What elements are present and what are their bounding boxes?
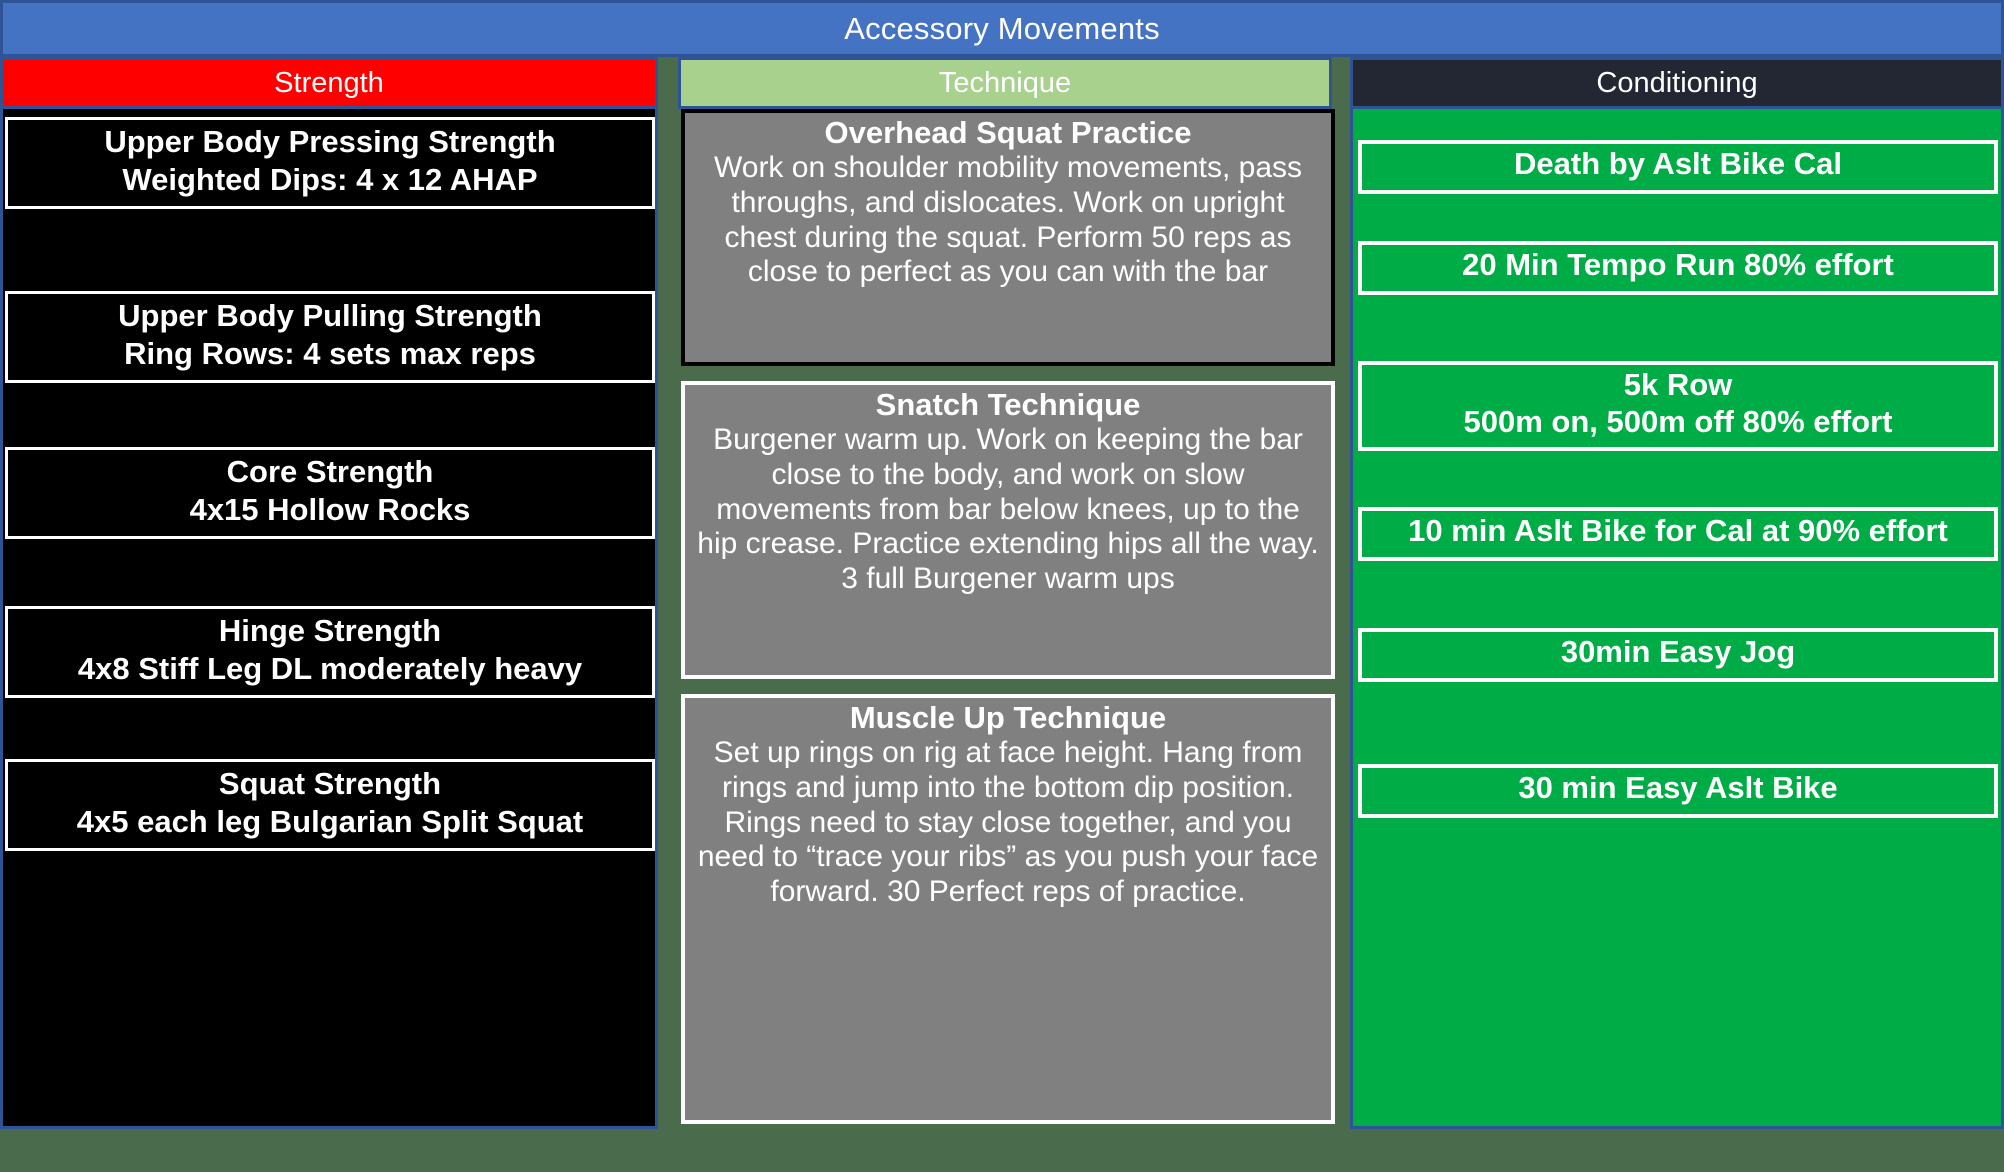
conditioning-item-line1: 30min Easy Jog: [1560, 634, 1796, 669]
strength-item[interactable]: Hinge Strength 4x8 Stiff Leg DL moderate…: [5, 606, 655, 698]
technique-item-body: Burgener warm up. Work on keeping the ba…: [697, 422, 1319, 596]
technique-item[interactable]: Snatch Technique Burgener warm up. Work …: [681, 381, 1335, 679]
conditioning-item-line1: Death by Aslt Bike Cal: [1514, 146, 1842, 181]
strength-item[interactable]: Upper Body Pressing Strength Weighted Di…: [5, 117, 655, 209]
technique-item-body: Set up rings on rig at face height. Hang…: [697, 735, 1319, 909]
column-header-strength: Strength: [0, 57, 658, 109]
strength-item[interactable]: Core Strength 4x15 Hollow Rocks: [5, 447, 655, 539]
column-header-technique: Technique: [678, 57, 1332, 109]
strength-item-line2: 4x15 Hollow Rocks: [189, 491, 471, 527]
conditioning-item-line1: 5k Row: [1623, 367, 1733, 402]
conditioning-item[interactable]: 10 min Aslt Bike for Cal at 90% effort: [1358, 507, 1998, 561]
strength-item-line1: Upper Body Pressing Strength: [104, 124, 556, 159]
column-technique: Technique Overhead Squat Practice Work o…: [678, 57, 1335, 1129]
conditioning-item-line1: 20 Min Tempo Run 80% effort: [1462, 247, 1894, 282]
conditioning-item-line1: 30 min Easy Aslt Bike: [1518, 770, 1838, 805]
page-title: Accessory Movements: [0, 0, 2004, 57]
conditioning-item[interactable]: Death by Aslt Bike Cal: [1358, 140, 1998, 194]
strength-item-line2: Ring Rows: 4 sets max reps: [124, 335, 536, 371]
strength-item-line1: Squat Strength: [218, 766, 442, 801]
column-body-strength: Upper Body Pressing Strength Weighted Di…: [0, 109, 658, 1129]
technique-item-title: Overhead Squat Practice: [824, 115, 1192, 150]
technique-item-title: Snatch Technique: [875, 387, 1141, 422]
technique-item[interactable]: Overhead Squat Practice Work on shoulder…: [681, 109, 1335, 366]
strength-item-line2: 4x8 Stiff Leg DL moderately heavy: [77, 650, 583, 686]
column-header-conditioning: Conditioning: [1350, 57, 2004, 109]
technique-item[interactable]: Muscle Up Technique Set up rings on rig …: [681, 694, 1335, 1124]
conditioning-item[interactable]: 30min Easy Jog: [1358, 628, 1998, 682]
conditioning-item-line1: 10 min Aslt Bike for Cal at 90% effort: [1408, 513, 1948, 548]
technique-item-body: Work on shoulder mobility movements, pas…: [713, 150, 1303, 289]
column-body-conditioning: Death by Aslt Bike Cal 20 Min Tempo Run …: [1350, 109, 2004, 1129]
strength-item-line1: Upper Body Pulling Strength: [118, 298, 542, 333]
column-conditioning: Conditioning Death by Aslt Bike Cal 20 M…: [1350, 57, 2004, 1129]
conditioning-item[interactable]: 30 min Easy Aslt Bike: [1358, 764, 1998, 818]
column-strength: Strength Upper Body Pressing Strength We…: [0, 57, 658, 1129]
strength-item-line1: Core Strength: [226, 454, 434, 489]
technique-item-title: Muscle Up Technique: [849, 700, 1167, 735]
conditioning-item[interactable]: 5k Row 500m on, 500m off 80% effort: [1358, 361, 1998, 451]
strength-item[interactable]: Upper Body Pulling Strength Ring Rows: 4…: [5, 291, 655, 383]
strength-item-line1: Hinge Strength: [218, 613, 442, 648]
conditioning-item[interactable]: 20 Min Tempo Run 80% effort: [1358, 241, 1998, 295]
conditioning-item-line2: 500m on, 500m off 80% effort: [1463, 403, 1893, 439]
strength-item[interactable]: Squat Strength 4x5 each leg Bulgarian Sp…: [5, 759, 655, 851]
column-body-technique: Overhead Squat Practice Work on shoulder…: [678, 109, 1335, 1129]
strength-item-line2: Weighted Dips: 4 x 12 AHAP: [122, 161, 538, 197]
strength-item-line2: 4x5 each leg Bulgarian Split Squat: [76, 803, 584, 839]
